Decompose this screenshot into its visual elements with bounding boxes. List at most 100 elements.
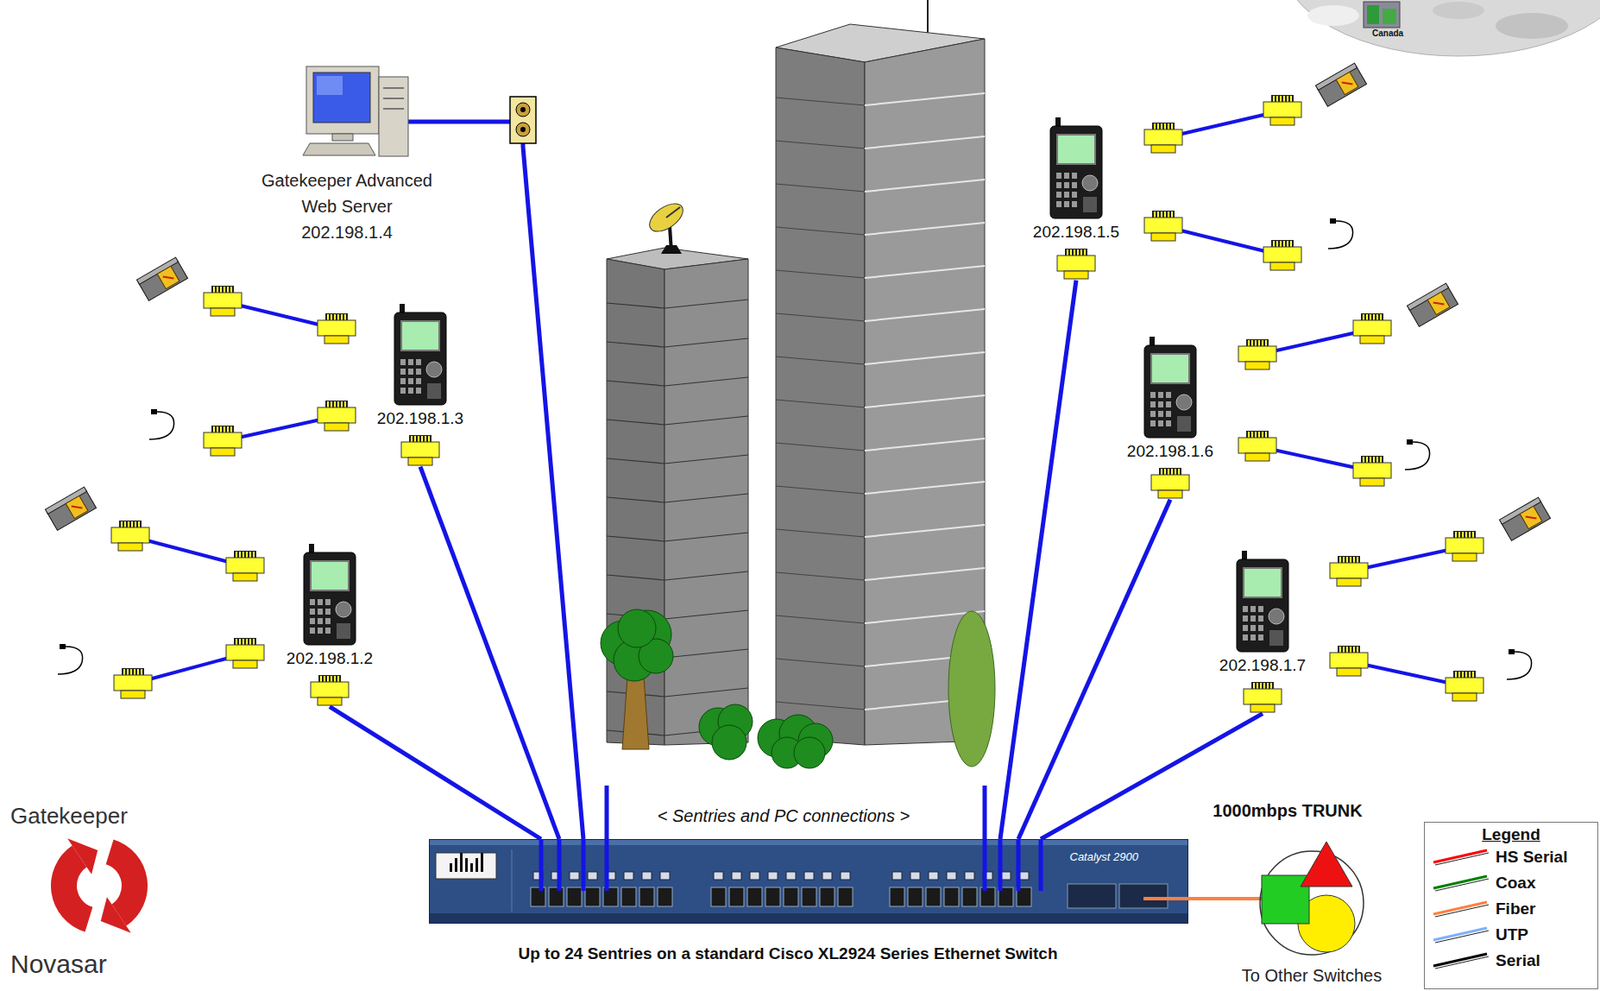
tower-face	[775, 47, 865, 745]
utp-cable	[1016, 838, 1021, 891]
plug-pin	[1369, 456, 1372, 463]
server-name: Gatekeeper Advanced Web Server	[256, 167, 438, 220]
plug-pin	[1164, 123, 1166, 130]
port-led	[786, 871, 796, 880]
device-key	[1150, 401, 1156, 408]
device-knob	[426, 361, 442, 378]
globe	[1281, 0, 1600, 57]
rj45-plug	[1445, 670, 1484, 701]
plug-pin	[1379, 314, 1382, 321]
port-led	[964, 871, 975, 880]
plug-pin	[1177, 468, 1180, 475]
device-key	[1056, 201, 1062, 208]
utp-cable	[408, 119, 444, 125]
plug-body	[1353, 462, 1392, 479]
wire	[149, 411, 175, 440]
ip-address: 202.198.1.6	[1127, 440, 1214, 463]
plug-pin	[320, 675, 322, 682]
device-screen	[1057, 134, 1096, 164]
rj45-plug	[1263, 239, 1302, 271]
port	[711, 887, 726, 907]
plug-pin	[216, 426, 219, 433]
globe-land	[1307, 5, 1360, 26]
ip-address: 202.198.1.3	[377, 408, 464, 430]
plug-body	[1329, 652, 1368, 668]
device-key	[325, 627, 331, 634]
plug-pin	[131, 521, 133, 528]
plug-pin	[1167, 123, 1170, 130]
plug-body	[1151, 474, 1190, 491]
plug-pin	[1153, 123, 1156, 130]
server-icon	[250, 63, 444, 168]
plug-pin	[1261, 431, 1264, 438]
port-led	[768, 871, 778, 880]
computer	[302, 66, 409, 157]
trees	[600, 609, 996, 769]
plug-pin	[1167, 211, 1170, 218]
brand-name: Novasar	[10, 949, 108, 979]
plug-pin	[252, 638, 255, 645]
keyboard	[302, 143, 376, 156]
rj45-plug	[1329, 555, 1368, 586]
plug-pin	[1369, 314, 1372, 321]
plug-tail	[1336, 578, 1361, 586]
floor-line	[664, 687, 749, 697]
plug-pin	[1160, 123, 1163, 130]
bush	[711, 724, 747, 760]
rj45-plug-icon	[1146, 465, 1195, 500]
dish-feed	[666, 207, 681, 218]
plug-body	[1057, 255, 1096, 271]
port	[765, 887, 781, 907]
loose-wire	[1328, 218, 1354, 249]
sensor-label	[157, 265, 180, 289]
loose-wire	[57, 643, 83, 675]
plug-pin	[1171, 123, 1173, 130]
sentry-icon	[1142, 336, 1198, 439]
plug-pin	[230, 286, 233, 293]
rj45-plug	[203, 285, 242, 316]
swatch-line	[1429, 872, 1493, 894]
floor-line	[775, 572, 865, 580]
building-face	[664, 258, 749, 745]
device-key	[309, 617, 315, 624]
sensor-cables	[44, 62, 1550, 701]
utp-cable	[1000, 280, 1077, 839]
plug-pin	[414, 435, 416, 442]
legend-text: Fiber	[1495, 899, 1536, 919]
floor-line	[606, 302, 665, 309]
device-port	[1269, 629, 1284, 646]
plug-pin	[1256, 682, 1259, 689]
plug-pin	[1153, 211, 1156, 218]
rj45-plug-icon	[396, 432, 445, 467]
plug-pin	[1276, 95, 1279, 102]
plug-pin	[230, 426, 233, 433]
port-led	[587, 871, 598, 880]
floor-line	[864, 481, 985, 494]
plug-pin	[340, 314, 343, 321]
device-key	[1258, 634, 1264, 641]
plug-pin	[330, 675, 333, 682]
plug-pin	[1083, 249, 1086, 256]
plug-pin	[337, 314, 340, 321]
plug-pin	[130, 668, 133, 675]
plug-pin	[1379, 456, 1382, 463]
map-icon	[1382, 8, 1397, 25]
legend-swatch	[1429, 872, 1493, 894]
plug-pin	[1373, 456, 1375, 463]
sentry-icon	[302, 543, 358, 646]
plug-tail	[1151, 144, 1176, 153]
brand-bar	[465, 857, 468, 872]
rj45-plug	[1243, 681, 1282, 712]
brand-bar	[470, 862, 473, 872]
ip-address: 202.198.1.5	[1033, 221, 1120, 244]
plug-pin	[1349, 646, 1352, 653]
device-key	[1250, 624, 1256, 631]
plug-pin	[1261, 340, 1264, 347]
rj45-plug	[203, 425, 242, 456]
plug-pin	[1286, 95, 1289, 102]
sentry-icon	[1048, 117, 1104, 220]
plug-pin	[1376, 456, 1379, 463]
logo-arrow	[67, 837, 98, 874]
plug-pin	[337, 675, 340, 682]
other-switches: To Other Switches	[1234, 835, 1390, 986]
